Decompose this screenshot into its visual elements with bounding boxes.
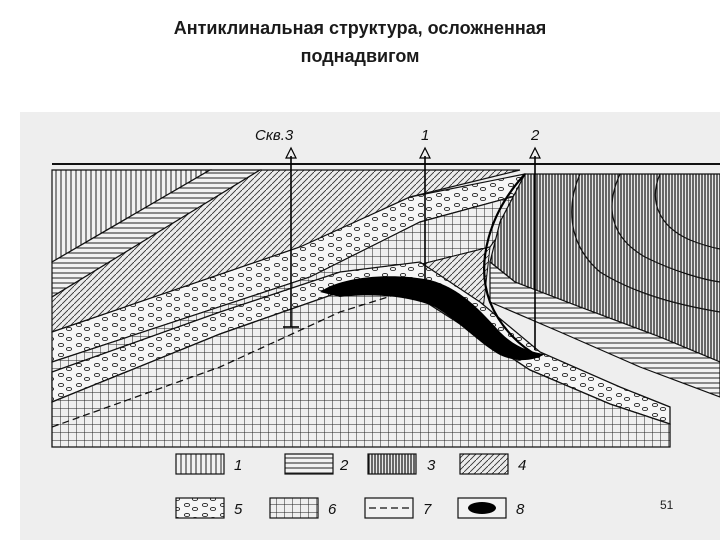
legend-number-2: 2 (339, 457, 349, 474)
well-label-skv3: Скв.3 (255, 127, 294, 144)
slide-title: Антиклинальная структура, осложненная по… (80, 14, 640, 70)
legend-swatch-1 (175, 453, 225, 475)
well-2-marker (529, 146, 541, 159)
well-skv3-marker (285, 146, 297, 159)
legend-number-4: 4 (518, 457, 526, 474)
well-1-marker (419, 146, 431, 159)
legend-number-3: 3 (427, 457, 436, 474)
deposit-body (320, 276, 545, 361)
well-label-1: 1 (421, 127, 429, 144)
legend-swatch-4 (459, 453, 509, 475)
dashed-contact (51, 286, 421, 428)
well-label-2: 2 (530, 127, 540, 144)
cross-section-drawing: Скв.3 1 2 1 2 3 4 5 6 7 8 (51, 127, 720, 519)
legend-number-1: 1 (234, 457, 242, 474)
legend-swatch-2 (284, 453, 334, 475)
legend-swatch-7 (364, 497, 414, 519)
legend-number-5: 5 (234, 501, 243, 518)
legend-number-6: 6 (328, 501, 337, 518)
geologic-cross-section-figure: Скв.3 1 2 1 2 3 4 5 6 7 8 (20, 112, 720, 540)
legend-number-7: 7 (423, 501, 432, 518)
thrust-fault (483, 173, 541, 358)
legend-swatch-6 (269, 497, 319, 519)
page-number: 51 (660, 498, 674, 512)
legend-swatch-3 (367, 453, 417, 475)
legend-swatch-5 (175, 497, 225, 519)
layer-horizontal-right (489, 260, 720, 398)
title-line-2: поднадвигом (300, 46, 420, 66)
layer-grid-base (51, 291, 671, 448)
legend-number-8: 8 (516, 501, 525, 518)
title-line-1: Антиклинальная структура, осложненная (173, 18, 547, 38)
